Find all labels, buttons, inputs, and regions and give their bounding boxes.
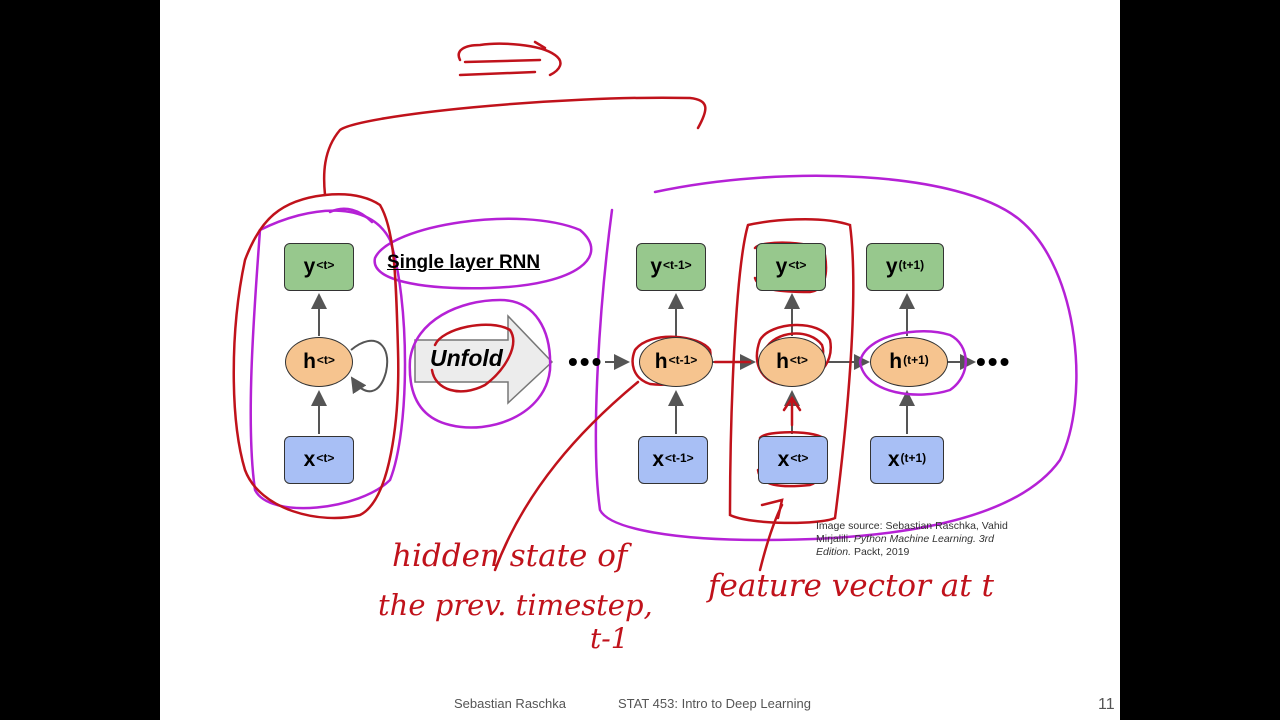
handwritten-hidden-line2: the prev. timestep, <box>378 588 653 622</box>
footer-course: STAT 453: Intro to Deep Learning <box>618 696 811 711</box>
image-source-credit: Image source: Sebastian Raschka, Vahid M… <box>816 520 1026 559</box>
source-prefix: Image source: Sebastian Raschka, Vahid M… <box>816 520 1008 545</box>
red-annotations <box>232 40 855 572</box>
slide: y<t> h<t> x<t> Single layer RNN Unfold •… <box>160 0 1120 720</box>
x-sup-t-plus-1: (t+1) <box>900 451 927 465</box>
handwritten-feature-vector: feature vector at t <box>708 568 995 604</box>
trailing-dots: ••• <box>976 346 1012 377</box>
h-sup-t-plus-1: (t+1) <box>903 353 929 367</box>
y-label-t-minus-1: y <box>650 255 662 278</box>
rolled-x-node: x<t> <box>284 436 354 484</box>
rolled-h-sup: <t> <box>316 353 335 367</box>
h-label-t-plus-1: h <box>889 350 903 373</box>
y-sup-t-minus-1: <t-1> <box>663 258 692 272</box>
rolled-h-node: h<t> <box>285 337 353 387</box>
x-label-t: x <box>777 448 790 471</box>
purple-annotations <box>249 174 1078 542</box>
source-title: Python Machine Learning. 3rd Edition. <box>816 533 995 558</box>
y-label-t: y <box>775 255 788 278</box>
rolled-y-label: y <box>303 255 316 278</box>
x-node-t-plus-1: x(t+1) <box>870 436 944 484</box>
y-node-t-plus-1: y(t+1) <box>866 243 944 291</box>
unfold-label: Unfold <box>430 345 503 371</box>
y-sup-t-plus-1: (t+1) <box>898 258 925 272</box>
page-number: 11 <box>1098 696 1115 713</box>
x-sup-t: <t> <box>790 451 809 465</box>
rolled-y-node: y<t> <box>284 243 354 291</box>
y-label-t-plus-1: y <box>885 255 898 278</box>
x-sup-t-minus-1: <t-1> <box>665 451 694 465</box>
handwritten-hidden-line3: t-1 <box>590 622 629 655</box>
y-node-t: y<t> <box>756 243 826 291</box>
diagram-strokes <box>232 40 1078 572</box>
x-node-t-minus-1: x<t-1> <box>638 436 708 484</box>
single-layer-rnn-label: Single layer RNN <box>387 252 541 273</box>
h-label-t: h <box>776 350 789 373</box>
y-sup-t: <t> <box>788 258 807 272</box>
x-node-t: x<t> <box>758 436 828 484</box>
handwritten-hidden-line1: hidden state of <box>392 538 628 574</box>
leading-dots: ••• <box>568 346 604 377</box>
h-sup-t: <t> <box>789 353 808 367</box>
y-node-t-minus-1: y<t-1> <box>636 243 706 291</box>
h-node-t: h<t> <box>758 337 826 387</box>
h-node-t-plus-1: h(t+1) <box>870 337 948 387</box>
h-label-t-minus-1: h <box>654 350 668 373</box>
unfold-arrow-shape <box>414 314 554 405</box>
rolled-arrows <box>311 293 389 434</box>
x-label-t-minus-1: x <box>652 448 664 471</box>
rolled-x-label: x <box>303 448 316 471</box>
source-suffix: Packt, 2019 <box>851 546 910 558</box>
x-label-t-plus-1: x <box>887 448 900 471</box>
rolled-y-sup: <t> <box>316 258 335 272</box>
rolled-x-sup: <t> <box>316 451 335 465</box>
rolled-h-label: h <box>303 350 316 373</box>
h-sup-t-minus-1: <t-1> <box>668 353 698 367</box>
footer-author: Sebastian Raschka <box>454 696 567 711</box>
h-node-t-minus-1: h<t-1> <box>639 337 713 387</box>
